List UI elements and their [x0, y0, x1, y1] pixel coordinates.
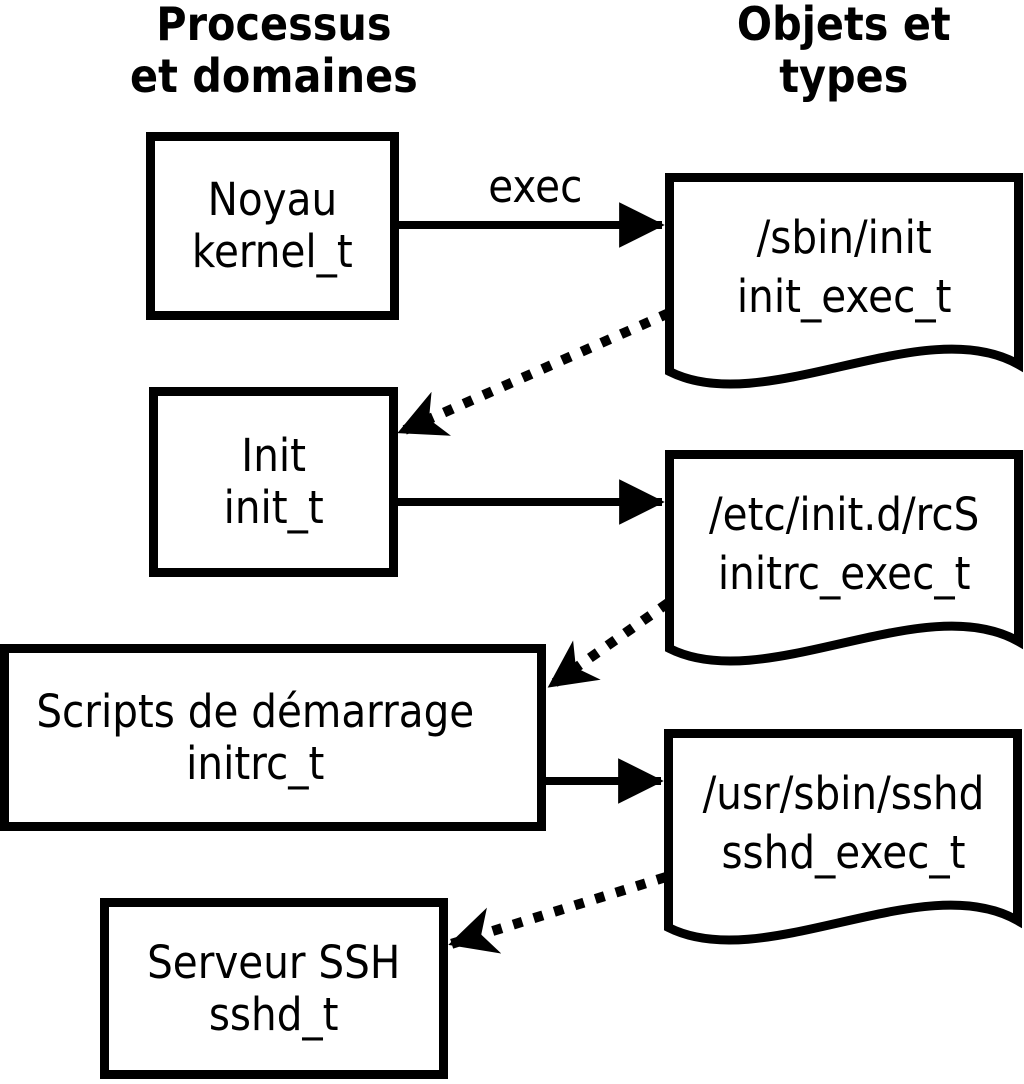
exec-arrow-caption-text: exec — [487, 160, 583, 213]
column-header-objects: Objets et types — [654, 0, 1024, 102]
document-label-etc-init-d-rcs: /etc/init.d/rcS initrc_exec_t — [665, 450, 1023, 638]
process-box-noyau: Noyau kernel_t — [146, 132, 399, 320]
process-box-initrc: Scripts de démarrage initrc_t — [0, 644, 546, 831]
document-sbin-init — [665, 173, 1023, 389]
transition-arrow-sbin-init-to-init — [397, 308, 672, 437]
document-label: /usr/sbin/sshd sshd_exec_t — [702, 767, 984, 879]
transition-arrow-rcs-to-initrc — [547, 598, 671, 691]
document-usr-sbin-sshd — [664, 729, 1022, 945]
process-box-init: Init init_t — [149, 387, 398, 577]
column-header-processes-text: Processus et domaines — [130, 0, 418, 103]
process-box-label: Scripts de démarrage initrc_t — [36, 684, 474, 790]
document-etc-init-d-rcs — [665, 450, 1023, 666]
column-header-processes: Processus et domaines — [59, 0, 489, 102]
exec-arrow-caption: exec — [460, 164, 610, 209]
process-box-label: Init init_t — [223, 429, 324, 534]
column-header-objects-text: Objets et types — [737, 0, 951, 103]
process-box-sshd: Serveur SSH sshd_t — [100, 898, 448, 1079]
document-label: /sbin/init init_exec_t — [736, 211, 952, 323]
document-label-sbin-init: /sbin/init init_exec_t — [665, 173, 1023, 361]
transition-arrow-sshd-exec-to-sshd — [448, 872, 668, 954]
process-box-label: Serveur SSH sshd_t — [147, 935, 401, 1041]
process-box-label: Noyau kernel_t — [192, 173, 353, 278]
document-label: /etc/init.d/rcS initrc_exec_t — [708, 488, 980, 600]
document-label-usr-sbin-sshd: /usr/sbin/sshd sshd_exec_t — [664, 729, 1022, 917]
